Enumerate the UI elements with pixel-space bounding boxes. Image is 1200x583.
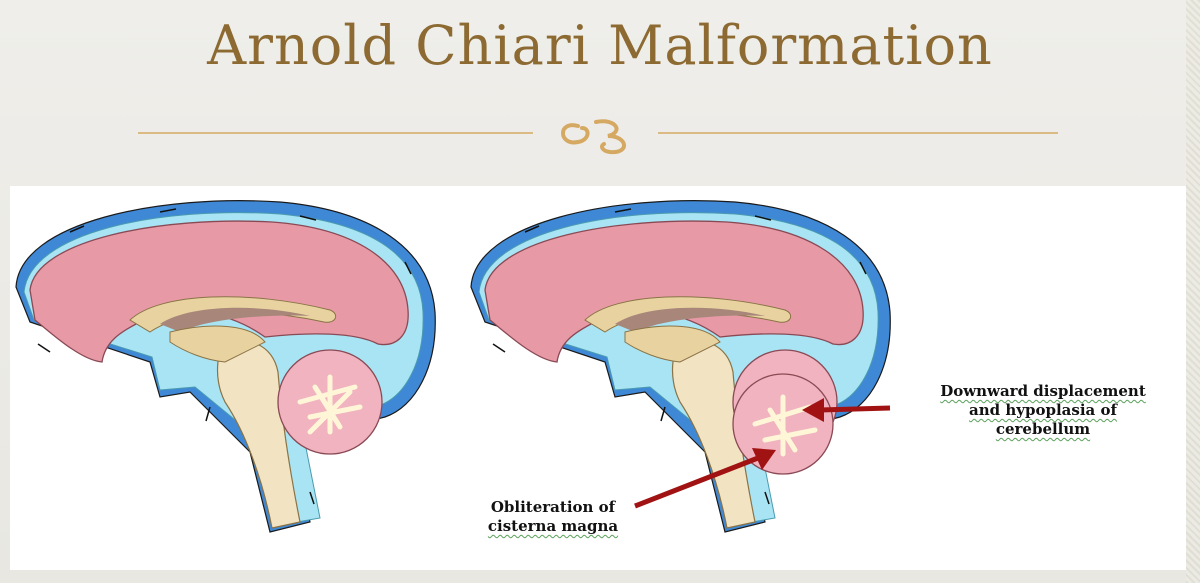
slide-title: Arnold Chiari Malformation bbox=[207, 14, 993, 77]
figure-panel: Downward displacement and hypoplasia of … bbox=[10, 186, 1186, 570]
displacement-line-1: Downward displacement bbox=[940, 382, 1146, 400]
displacement-arrow bbox=[802, 398, 891, 422]
decorative-stripe bbox=[1186, 0, 1200, 583]
title-divider bbox=[138, 119, 1058, 155]
cisterna-line-2: cisterna magna bbox=[487, 517, 619, 535]
normal-brain-diagram bbox=[16, 201, 435, 532]
displacement-line-3: cerebellum bbox=[995, 420, 1091, 438]
fleuron-ornament-icon bbox=[561, 119, 626, 155]
displacement-line-2: and hypoplasia of bbox=[969, 401, 1117, 419]
chiari-brain-diagram bbox=[471, 201, 890, 532]
displacement-annotation: Downward displacement and hypoplasia of … bbox=[898, 382, 1188, 439]
cisterna-arrow bbox=[634, 448, 776, 509]
cisterna-line-1: Obliteration of bbox=[490, 498, 616, 516]
cisterna-annotation: Obliteration of cisterna magna bbox=[458, 498, 648, 536]
